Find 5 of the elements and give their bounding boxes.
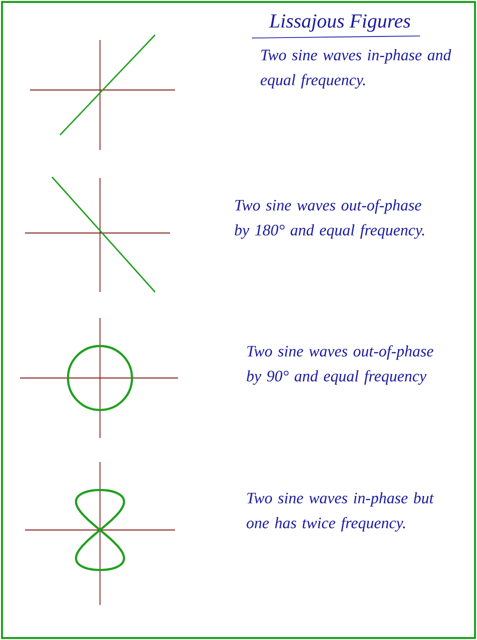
description-text: Two sine waves out-of-phase by 90° and equal frequency bbox=[246, 345, 434, 385]
title-heading: Lissajous Figures bbox=[269, 14, 410, 32]
description-text: Two sine waves out-of-phase by 180° and equal frequency. bbox=[234, 199, 424, 239]
description-text: Two sine waves in-phase but one has twice frequency. bbox=[246, 492, 434, 532]
description-text: Two sine waves in-phase and equal frequency. bbox=[260, 49, 452, 89]
